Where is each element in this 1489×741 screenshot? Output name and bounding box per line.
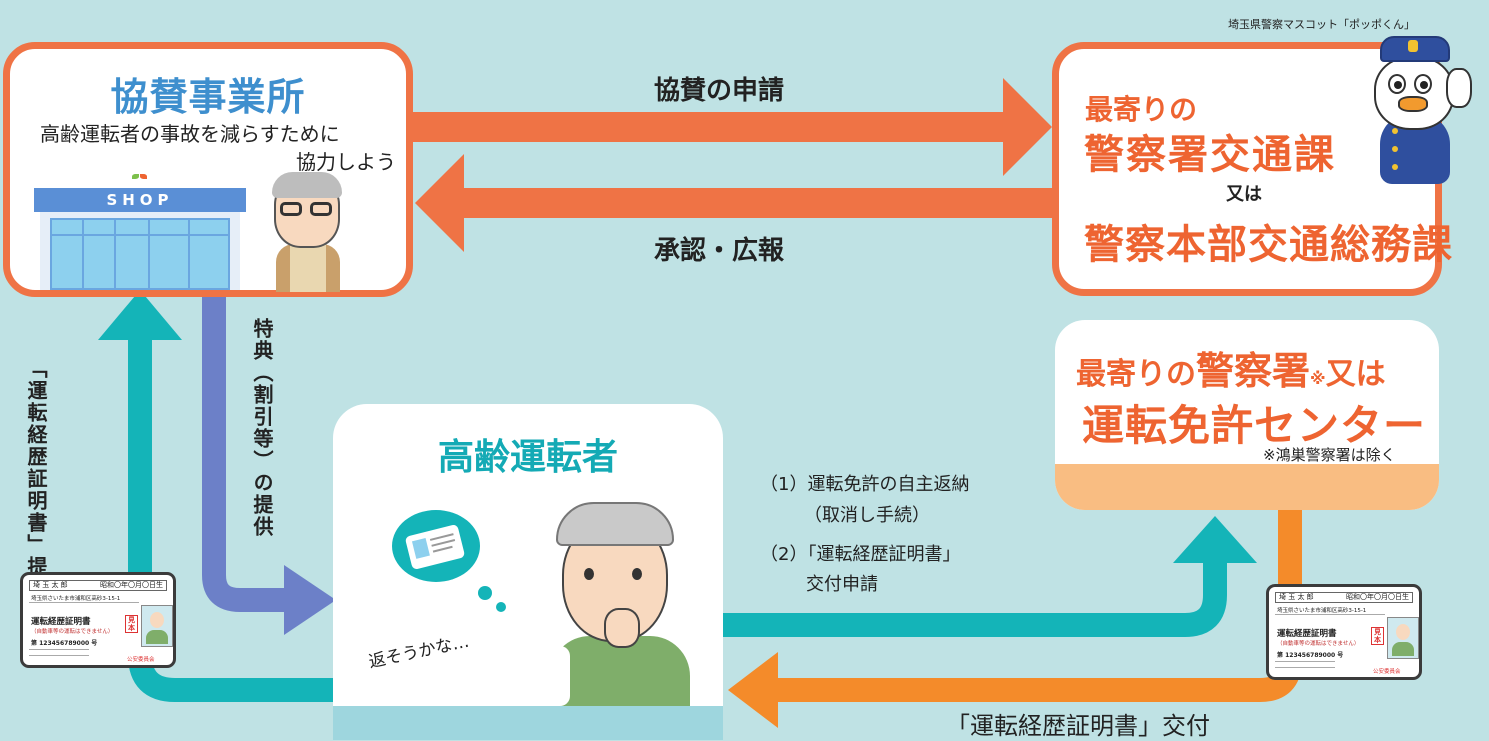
center-line1a: 最寄りの [1076, 357, 1196, 392]
license-center-box [1055, 320, 1439, 510]
glasses-icon [280, 202, 302, 216]
shop-illustration: SHOP [34, 170, 246, 290]
card-right-photo [1387, 617, 1419, 659]
card-left-name: 埼 玉 太 郎昭和〇年〇月〇日生 [29, 580, 167, 591]
apply-arrowhead [1003, 78, 1052, 176]
card-right-number: 第 123456789000 号 [1277, 652, 1344, 659]
card-right-sub: （自動車等の運転はできません） [1277, 641, 1360, 647]
approve-label: 承認・広報 [654, 236, 785, 266]
card-right-title: 運転経歴証明書 [1277, 629, 1337, 639]
sponsor-line2: 協力しよう [296, 150, 396, 174]
leaf-icon [132, 172, 148, 182]
card-right-stamp: 見本 [1371, 627, 1384, 645]
card-left-photo [141, 605, 173, 647]
card-left-address: 埼玉県さいたま市浦和区高砂3-15-1 [31, 596, 121, 602]
center-line2: 運転免許センター [1082, 401, 1427, 450]
present-label: 「運転経歴証明書」提示 [24, 358, 48, 600]
card-right-issuer: 公安委員会 [1373, 669, 1401, 675]
return-arrow [723, 555, 1227, 637]
shop-sign: SHOP [34, 188, 246, 212]
card-left-sub: （自動車等の運転はできません） [31, 629, 114, 635]
police-line3: 又は [1226, 184, 1262, 205]
card-left-stamp: 見本 [125, 615, 138, 633]
hand-icon [604, 608, 640, 648]
apply-label: 協賛の申請 [654, 76, 785, 106]
mascot-illustration [1362, 28, 1474, 188]
step1-line1: （1）運転免許の自主返納 [760, 474, 970, 495]
sponsor-title: 協賛事業所 [110, 75, 306, 119]
license-card-right: 埼 玉 太 郎昭和〇年〇月〇日生 埼玉県さいたま市浦和区高砂3-15-1 運転経… [1266, 584, 1422, 680]
issue-arrowhead [728, 652, 778, 728]
mascot-caption: 埼玉県警察マスコット「ポッポくん」 [1228, 18, 1415, 31]
benefit-label: 特典（割引等）の提供 [250, 318, 274, 538]
center-line1b: 警察署 [1196, 349, 1311, 393]
police-line1: 最寄りの [1085, 93, 1198, 126]
approve-arrowhead [415, 154, 464, 252]
sponsor-line1: 高齢運転者の事故を減らすために [40, 122, 340, 146]
benefit-arrow [202, 297, 290, 612]
police-line4: 警察本部交通総務課 [1084, 222, 1453, 268]
center-mark: ※ [1310, 369, 1326, 388]
card-left-issuer: 公安委員会 [127, 657, 155, 663]
step2-line2: 交付申請 [806, 574, 878, 595]
license-card-left: 埼 玉 太 郎昭和〇年〇月〇日生 埼玉県さいたま市浦和区高砂3-15-1 運転経… [20, 572, 176, 668]
elderly-man-illustration [540, 496, 690, 706]
card-right-address: 埼玉県さいたま市浦和区高砂3-15-1 [1277, 608, 1367, 614]
center-note: ※鴻巣警察署は除く [1263, 446, 1396, 464]
card-left-title: 運転経歴証明書 [31, 617, 91, 627]
shopkeeper-illustration [266, 172, 348, 292]
license-center-band [1055, 464, 1439, 510]
benefit-arrowhead [284, 565, 336, 635]
present-arrowhead [98, 290, 182, 340]
return-arrowhead [1173, 516, 1257, 563]
step2-line1: （2）「運転経歴証明書」 [760, 544, 961, 565]
elderly-driver-band [333, 706, 723, 740]
police-line2: 警察署交通課 [1084, 132, 1336, 178]
card-right-name: 埼 玉 太 郎昭和〇年〇月〇日生 [1275, 592, 1413, 603]
step1-line2: （取消し手続） [804, 505, 930, 526]
center-line1: 最寄りの警察署※又は [1076, 340, 1386, 395]
driver-title: 高齢運転者 [437, 437, 618, 478]
center-line1c: 又は [1325, 357, 1386, 392]
card-left-number: 第 123456789000 号 [31, 640, 98, 647]
issue-label: 「運転経歴証明書」交付 [946, 712, 1210, 740]
thought-bubble [392, 510, 512, 620]
